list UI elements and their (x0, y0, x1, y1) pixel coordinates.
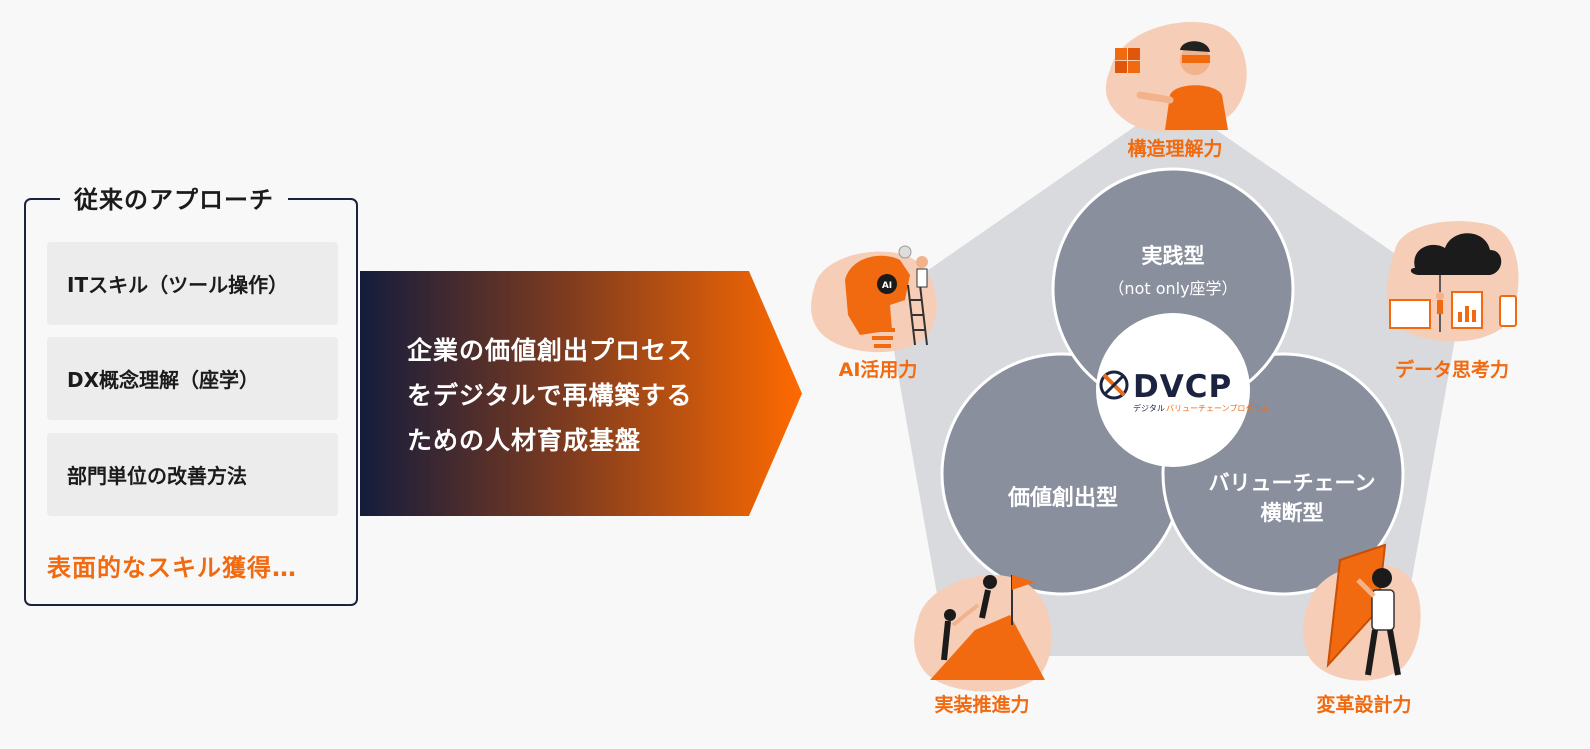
skill-implementation-illustration (914, 574, 1052, 692)
logo-mark-icon (1099, 370, 1129, 400)
gear-icon (898, 245, 912, 259)
legacy-title: 従来のアプローチ (60, 184, 288, 216)
circle-value-chain-label-2: 横断型 (1261, 501, 1324, 525)
cube-icon (1115, 48, 1140, 73)
cloud-icon (1410, 233, 1502, 275)
climber-icon (983, 575, 997, 589)
logo-sub-1: デジタル (1133, 403, 1165, 413)
legacy-item-dx-concept: DX概念理解（座学） (47, 337, 338, 420)
arrow-line-3: ための人材育成基盤 (407, 426, 642, 455)
skill-structure-illustration (1105, 22, 1247, 133)
circle-value-creation-label: 価値創出型 (1007, 486, 1118, 511)
transition-arrow (360, 271, 802, 516)
legacy-item-it-skill: ITスキル（ツール操作） (47, 242, 338, 325)
laptop-icon (1389, 299, 1431, 329)
skill-data-illustration (1386, 221, 1519, 342)
ladder-icon (907, 284, 928, 346)
skill-label-structure: 構造理解力 (1127, 137, 1222, 160)
person-drawing-icon (1356, 568, 1401, 676)
arrow-line-2: をデジタルで再構築する (407, 381, 693, 410)
logo-text: DVCP (1133, 369, 1232, 405)
circle-practice-label: 実践型 (1142, 244, 1205, 268)
ai-badge: AI (882, 281, 892, 291)
robot-head-icon (845, 255, 910, 335)
legacy-footer: 表面的なスキル獲得… (47, 554, 297, 582)
arrow-line-1: 企業の価値創出プロセス (407, 336, 694, 365)
person-thinking-icon (1136, 41, 1228, 130)
mountain-icon (930, 615, 1045, 680)
skill-transform-illustration (1303, 543, 1421, 681)
arrow-text: 企業の価値創出プロセス をデジタルで再構築する ための人材育成基盤 (407, 328, 747, 463)
legacy-item-department: 部門単位の改善方法 (47, 433, 338, 516)
skill-label-transform: 変革設計力 (1316, 693, 1411, 716)
phone-icon (1499, 295, 1517, 327)
skill-label-data: データ思考力 (1395, 358, 1509, 381)
skill-ai-illustration: AI (811, 245, 937, 353)
skill-label-implementation: 実装推進力 (934, 693, 1029, 716)
climber-icon-2 (944, 609, 956, 621)
dvcp-logo: DVCP デジタル バリューチェーンプログラム (1099, 369, 1269, 413)
circle-practice-sub: （not only座学） (1108, 279, 1237, 298)
skill-label-ai: AI活用力 (839, 358, 918, 381)
circle-value-chain-label-1: バリューチェーン (1209, 471, 1376, 495)
logo-disc (1096, 313, 1250, 467)
logo-sub-2: バリューチェーンプログラム (1166, 403, 1269, 413)
engineer-icon (916, 256, 928, 268)
